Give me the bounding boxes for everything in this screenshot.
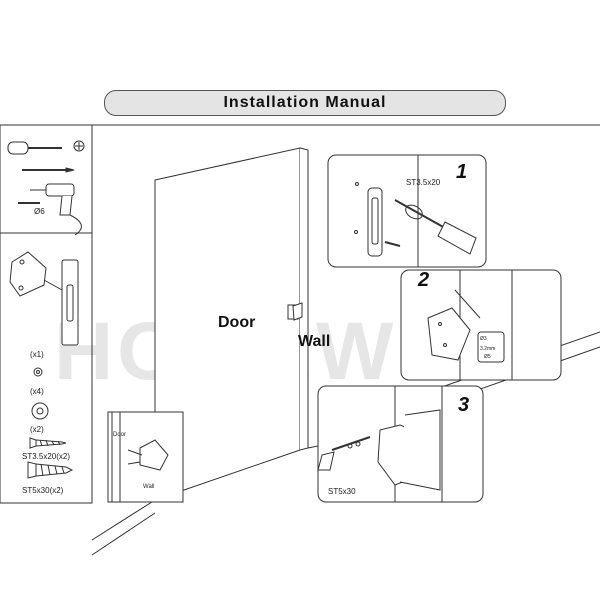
- step-number-3: 3: [458, 394, 470, 416]
- large-washer-icon: [31, 402, 49, 420]
- step-number-1: 1: [456, 161, 468, 183]
- inset-wall-label: Wall: [143, 484, 155, 490]
- screwdriver-icon: [7, 140, 85, 155]
- page-title: Installation Manual: [104, 90, 506, 116]
- step2-dim-2: 3.2mm: [480, 346, 496, 352]
- small-washer-qty: (x4): [30, 387, 44, 396]
- step2-dim-3: Ø5: [484, 354, 491, 360]
- drill-bit-label: Ø6: [34, 207, 45, 216]
- small-screw-icon: [29, 437, 67, 449]
- step1-screw-label: ST3.5x20: [406, 178, 441, 187]
- step-number-2: 2: [418, 269, 430, 291]
- inset-door-label: Door: [113, 432, 127, 438]
- step1-screwdriver: [384, 199, 477, 255]
- wall-label: Wall: [298, 333, 331, 350]
- door-label: Door: [218, 314, 256, 331]
- latch-qty: (x1): [30, 350, 44, 359]
- step2-dim-1: Ø3: [480, 336, 487, 342]
- step2-latch: [427, 307, 471, 361]
- small-washer-icon: [33, 367, 43, 377]
- parts-panel: [0, 232, 93, 504]
- large-washer-qty: (x2): [30, 425, 44, 434]
- large-screw-icon: [27, 461, 74, 479]
- screw-st5x30-label: ST5x30(x2): [22, 486, 64, 495]
- pencil-icon: [22, 167, 75, 173]
- latch-on-door: [287, 302, 303, 321]
- latch-part-icon: [9, 251, 79, 346]
- screw-st3-5x20-label: ST3.5x20(x2): [22, 452, 71, 461]
- step1-bracket: [354, 182, 383, 257]
- drill-icon: [18, 183, 82, 236]
- step3-screw-label: ST5x30: [328, 487, 356, 496]
